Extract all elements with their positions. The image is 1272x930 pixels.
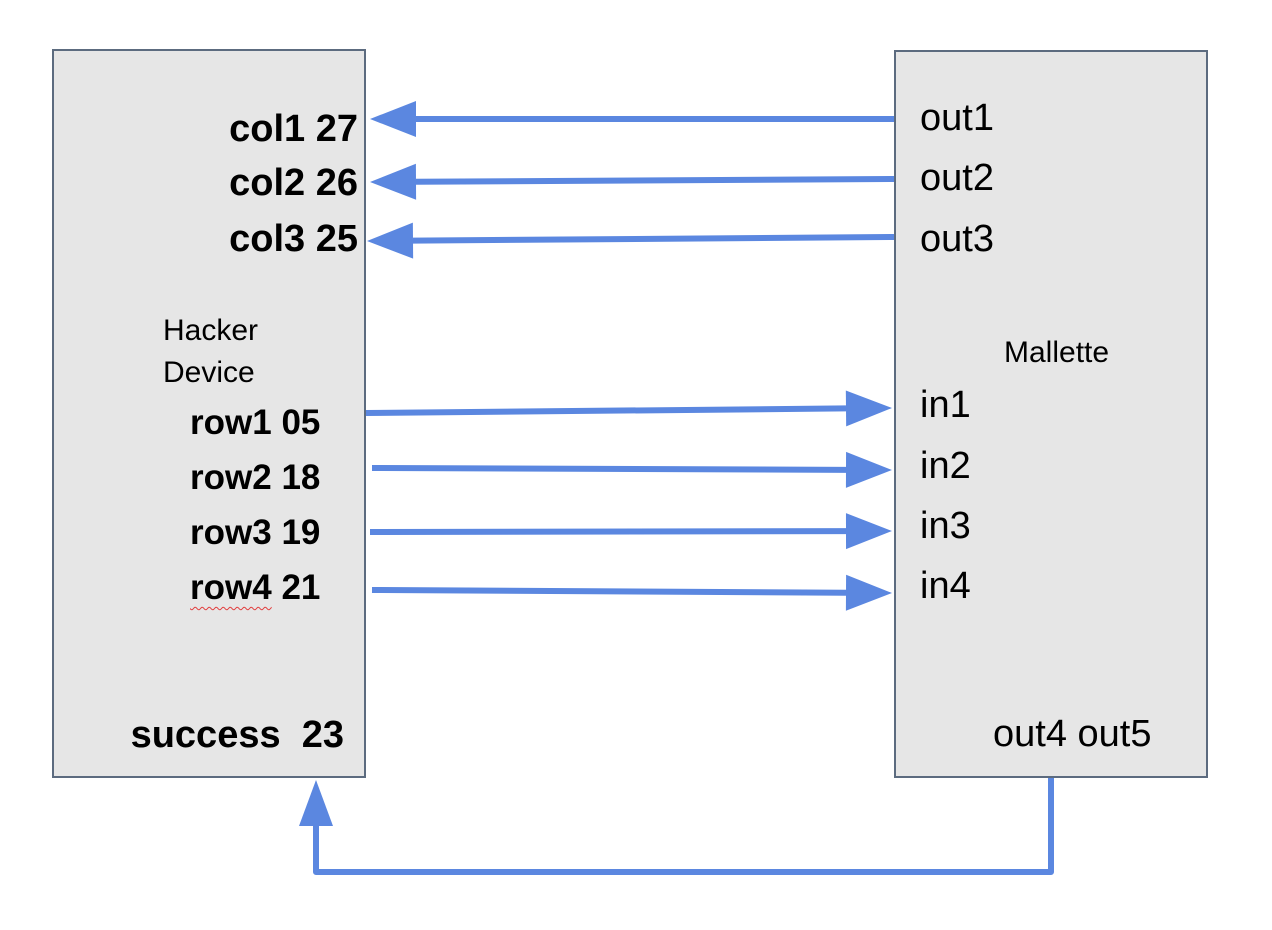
- hacker-device-title-line1: Hacker: [163, 314, 259, 347]
- feedback-to-success-line: [313, 778, 1054, 875]
- in1-label: in1: [920, 384, 971, 426]
- col2-label: col2 26: [229, 162, 358, 204]
- out3-to-col3-arrow-line: [412, 234, 895, 244]
- in3-label: in3: [920, 505, 971, 547]
- in2-label: in2: [920, 445, 971, 487]
- mallette-box: [894, 50, 1208, 778]
- row4-to-in4-arrow-arrowhead: [845, 574, 892, 611]
- feedback-to-success-arrowhead: [299, 780, 333, 826]
- in4-label: in4: [920, 565, 971, 607]
- out2-label: out2: [920, 157, 994, 199]
- col1-label: col1 27: [229, 108, 358, 150]
- row4-label: row4 21: [190, 568, 321, 607]
- out1-to-col1-arrow-arrowhead: [370, 101, 416, 137]
- out2-to-col2-arrow-arrowhead: [370, 163, 417, 200]
- row4-spellcheck-underline: row4: [190, 568, 272, 607]
- row2-label: row2 18: [190, 458, 321, 497]
- row3-to-in3-arrow-line: [369, 528, 847, 535]
- row1-label: row1 05: [190, 403, 321, 442]
- success-label: success 23: [130, 714, 344, 756]
- col3-label: col3 25: [229, 218, 358, 260]
- hacker-device-box: [52, 49, 366, 778]
- out4-out5-label: out4 out5: [993, 713, 1152, 755]
- row2-to-in2-arrow-line: [371, 465, 847, 473]
- row4-to-in4-arrow-line: [371, 587, 847, 596]
- mallette-title: Mallette: [1004, 336, 1110, 369]
- out3-to-col3-arrow-arrowhead: [367, 222, 414, 259]
- out1-label: out1: [920, 97, 994, 139]
- row1-to-in1-arrow-line: [365, 405, 847, 416]
- row3-to-in3-arrow-arrowhead: [845, 513, 892, 550]
- hacker-device-title-line2: Device: [163, 356, 255, 389]
- row2-to-in2-arrow-arrowhead: [845, 451, 892, 488]
- out3-label: out3: [920, 218, 994, 260]
- row1-to-in1-arrow-arrowhead: [845, 390, 892, 427]
- row3-label: row3 19: [190, 513, 321, 552]
- out2-to-col2-arrow-line: [415, 176, 895, 185]
